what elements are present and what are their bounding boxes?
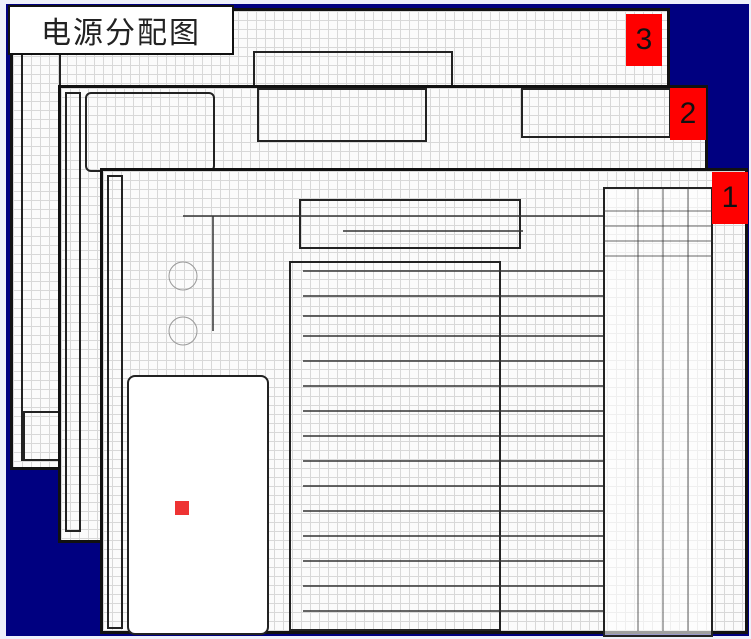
sheet-1-left-border — [107, 175, 123, 629]
schematic-sheet-1 — [100, 168, 748, 637]
fuse-box-layout — [127, 375, 269, 635]
sheet-3-left-border — [21, 51, 61, 461]
sheet-number-tab-1: 1 — [712, 172, 748, 224]
sheet-2-circuit-block — [257, 88, 427, 142]
sheet-2-fuse-box — [85, 92, 215, 172]
sheet-number-tab-2: 2 — [670, 88, 706, 140]
fuse-distribution-block — [289, 261, 501, 631]
sheet-number-tab-3: 3 — [626, 14, 662, 66]
slide-title: 电源分配图 — [8, 5, 234, 55]
sheet-2-left-border — [65, 92, 81, 532]
circuit-wiring-lines — [168, 187, 713, 631]
sheet-2-table — [521, 88, 671, 138]
main-relay-block — [299, 199, 521, 249]
fuse-rating-table — [603, 187, 713, 637]
